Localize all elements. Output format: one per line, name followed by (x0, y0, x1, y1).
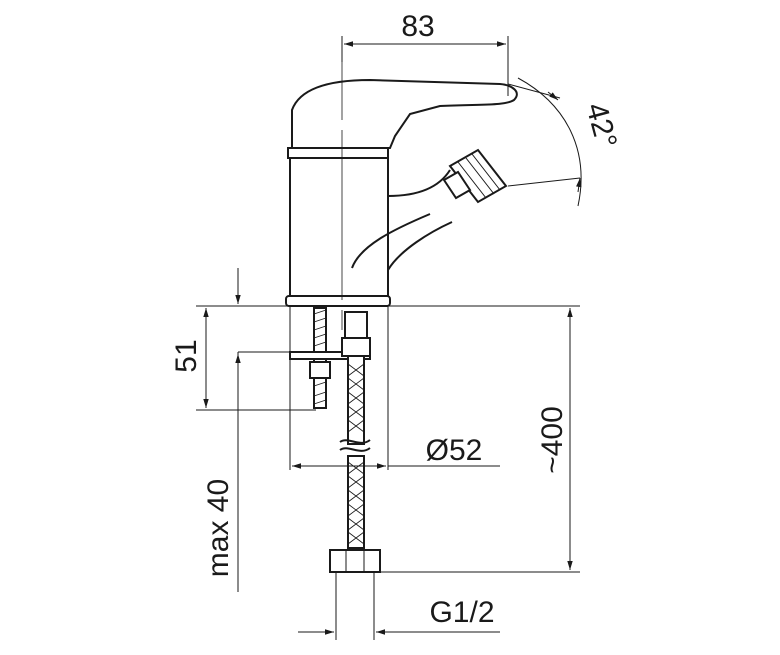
dim-400-label: ~400 (536, 406, 569, 474)
flex-hose (329, 311, 381, 640)
hex-fitting (329, 549, 381, 573)
dim-g12-label: G1/2 (429, 596, 494, 629)
dim-52-label: Ø52 (426, 434, 483, 467)
dim-max-thickness: max 40 (202, 268, 292, 592)
dim-hose-length: ~400 (380, 305, 580, 573)
dim-83-label: 83 (401, 10, 434, 43)
dim-42-label: 42° (579, 99, 623, 151)
handle-ring (287, 147, 389, 159)
dim-thread: G1/2 (298, 596, 500, 635)
bidet-nozzle (442, 148, 508, 204)
main-column (289, 157, 389, 297)
faucet-body (285, 78, 518, 307)
base-plate (285, 295, 391, 307)
spout-curve (351, 213, 431, 269)
dim-diameter: Ø52 (289, 306, 500, 470)
dim-max40-label: max 40 (202, 479, 235, 577)
dim-mount-height: 51 (170, 305, 316, 411)
nut (309, 361, 331, 379)
dim-51-label: 51 (170, 339, 203, 372)
dim-top-width: 83 (341, 10, 509, 96)
dim-angle: 42° (507, 77, 623, 207)
lever-handle (291, 78, 518, 149)
spout-neck (387, 169, 453, 271)
mounting-hardware (289, 307, 371, 409)
